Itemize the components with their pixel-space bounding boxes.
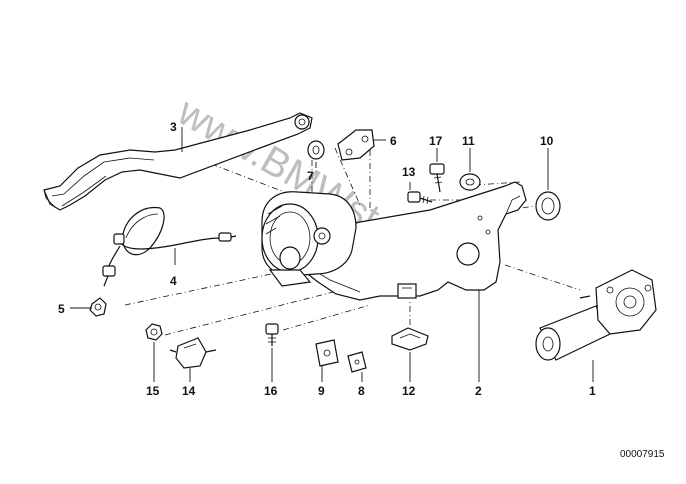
nut-11 — [459, 173, 481, 191]
label-part-14: 14 — [182, 384, 196, 398]
label-part-7: 7 — [307, 169, 314, 183]
rubber-buffer — [169, 337, 217, 369]
screw-16 — [265, 323, 279, 346]
label-part-2: 2 — [475, 384, 482, 398]
screw-17 — [429, 163, 445, 193]
label-part-16: 16 — [264, 384, 278, 398]
main-bracket — [291, 181, 527, 301]
label-part-11: 11 — [462, 134, 475, 148]
cable — [102, 207, 237, 287]
part-labels: 1 2 3 4 5 6 7 8 9 10 11 12 13 14 15 16 1… — [58, 120, 596, 398]
clip-nut — [347, 351, 367, 373]
electric-motor — [535, 269, 657, 361]
label-part-10: 10 — [540, 134, 554, 148]
label-part-15: 15 — [146, 384, 160, 398]
bracket-block — [397, 283, 417, 299]
grommet — [535, 191, 561, 221]
label-part-8: 8 — [358, 384, 365, 398]
label-part-12: 12 — [402, 384, 416, 398]
label-part-17: 17 — [429, 134, 443, 148]
label-part-5: 5 — [58, 302, 65, 316]
pedal-lever — [43, 112, 313, 211]
nut-plate — [315, 339, 339, 367]
leader-lines — [70, 127, 594, 382]
nut-15 — [145, 323, 163, 341]
pedal-mechanism — [261, 191, 357, 287]
label-part-4: 4 — [170, 274, 177, 288]
diagram-id: 00007915 — [620, 449, 665, 460]
cable-end — [89, 297, 107, 317]
bracket-plate — [337, 129, 375, 161]
label-part-6: 6 — [390, 134, 397, 148]
label-part-9: 9 — [318, 384, 325, 398]
label-part-3: 3 — [170, 120, 177, 134]
bushing — [307, 140, 325, 160]
clip — [391, 327, 429, 351]
label-part-13: 13 — [402, 165, 416, 179]
bolt-13 — [407, 191, 433, 205]
label-part-1: 1 — [589, 384, 596, 398]
